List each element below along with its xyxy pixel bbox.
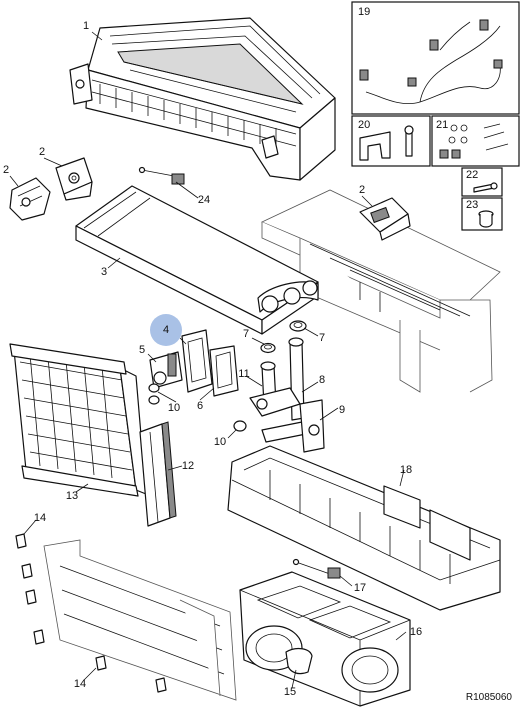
callout-7-lower: 7 xyxy=(243,328,249,340)
blower-housing xyxy=(239,571,411,707)
callout-numbers: 1 2 2 2 24 3 4 5 6 7 7 10 10 11 8 9 12 1… xyxy=(3,20,422,698)
lower-panel xyxy=(43,539,237,701)
callout-13: 13 xyxy=(66,490,78,502)
callout-7-upper: 7 xyxy=(319,332,325,344)
callout-18: 18 xyxy=(400,464,412,476)
callout-12: 12 xyxy=(182,460,194,472)
callout-16: 16 xyxy=(410,626,422,638)
callout-10-upper: 10 xyxy=(168,402,180,414)
inset-22-screw: 22 xyxy=(461,167,503,197)
callout-8: 8 xyxy=(319,374,325,386)
actuator-left xyxy=(9,177,51,221)
upper-housing xyxy=(69,17,336,181)
callout-3: 3 xyxy=(101,266,107,278)
gasket-part-6 xyxy=(209,345,239,397)
callout-2-center: 2 xyxy=(39,146,45,158)
inset-21-fastener-kit: 21 xyxy=(431,115,520,167)
nut-lower xyxy=(260,342,276,354)
callout-9: 9 xyxy=(339,404,345,416)
actuator-center xyxy=(55,157,93,201)
inset-number-22: 22 xyxy=(466,169,478,181)
blower-motor xyxy=(285,647,313,675)
inset-number-23: 23 xyxy=(466,199,478,211)
callout-17: 17 xyxy=(354,582,366,594)
leader-lines xyxy=(9,31,407,689)
inset-number-21: 21 xyxy=(436,119,448,131)
callout-11: 11 xyxy=(238,368,249,380)
o-ring-upper xyxy=(148,383,160,405)
connector-lead xyxy=(292,558,341,579)
callout-5: 5 xyxy=(139,344,145,356)
callout-4: 4 xyxy=(163,324,169,336)
callout-14-lower: 14 xyxy=(74,678,86,690)
clip-set-left xyxy=(15,533,45,645)
o-ring-lower xyxy=(233,420,247,432)
seal-strip xyxy=(139,421,177,527)
clip-set-bottom xyxy=(95,655,167,693)
nut-upper xyxy=(289,320,307,332)
valve-assembly xyxy=(149,351,183,389)
inset-number-19: 19 xyxy=(358,6,370,18)
gasket-part-4 xyxy=(181,329,213,393)
callout-24: 24 xyxy=(198,194,210,206)
callout-2-right: 2 xyxy=(359,184,365,196)
callout-14-upper: 14 xyxy=(34,512,46,524)
callout-2-left: 2 xyxy=(3,164,9,176)
heater-matrix xyxy=(9,343,147,497)
inset-19-wiring-harness: 19 xyxy=(351,1,520,115)
callout-10-lower: 10 xyxy=(214,436,226,448)
dashboard-frame xyxy=(261,189,501,393)
callout-15: 15 xyxy=(284,686,296,698)
actuator-right xyxy=(359,197,411,241)
inset-23-grommet: 23 xyxy=(461,197,503,231)
temperature-sensor xyxy=(138,166,185,185)
reference-code: R1085060 xyxy=(466,692,513,703)
inset-number-20: 20 xyxy=(358,119,370,131)
callout-4-highlight xyxy=(150,314,182,346)
callout-1: 1 xyxy=(83,20,89,32)
inset-20-bracket: 20 xyxy=(351,115,431,167)
lower-housing xyxy=(227,445,501,611)
heat-exchanger-core xyxy=(75,185,319,335)
coolant-pipes xyxy=(249,337,325,453)
callout-6: 6 xyxy=(197,400,203,412)
